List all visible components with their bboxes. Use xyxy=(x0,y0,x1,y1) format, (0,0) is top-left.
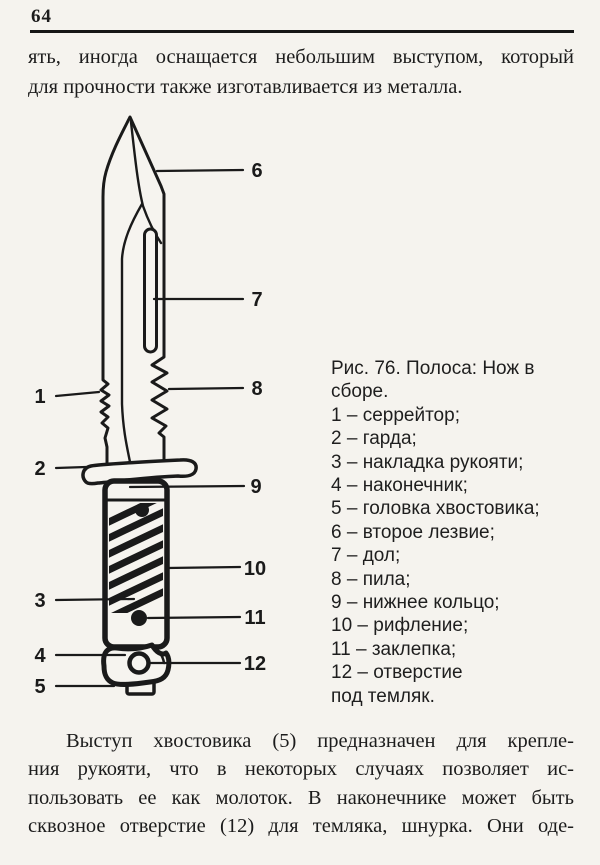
leader-lines xyxy=(54,168,246,688)
legend-item: 11 – заклепка; xyxy=(331,638,457,660)
body-line: пользовать ее как молоток. В наконечнике… xyxy=(28,786,574,809)
figure-legend: 1 – серрейтор;2 – гарда;3 – накладка рук… xyxy=(331,404,547,708)
legend-item: 9 – нижнее кольцо; xyxy=(331,592,500,614)
callout-5: 5 xyxy=(34,676,45,698)
legend-item: 10 – рифление; xyxy=(331,615,469,637)
figure-caption-block: Рис. 76. Полоса: Нож в сборе. 1 – серрей… xyxy=(331,357,547,708)
leader-line-8 xyxy=(167,386,245,391)
leader-line-10 xyxy=(165,565,242,570)
page-number: 64 xyxy=(31,6,52,27)
callout-11: 11 xyxy=(244,607,265,629)
leader-line-2 xyxy=(54,465,88,470)
lanyard-hole xyxy=(127,651,151,675)
legend-item: под темляк. xyxy=(331,685,435,707)
callout-9: 9 xyxy=(250,476,261,498)
callout-8: 8 xyxy=(251,378,262,400)
legend-item: 3 – накладка рукояти; xyxy=(331,451,524,473)
callout-12: 12 xyxy=(244,653,266,675)
legend-item: 8 – пила; xyxy=(331,568,411,590)
intro-line: ять, иногда оснащается небольшим выступо… xyxy=(28,46,574,68)
figure-caption: Рис. 76. Полоса: Нож в сборе. xyxy=(331,358,535,403)
blade-outline xyxy=(99,115,169,466)
fuller-groove xyxy=(143,227,158,354)
intro-paragraph: ять, иногда оснащается небольшим выступо… xyxy=(28,42,574,102)
leader-line-6 xyxy=(155,168,245,173)
legend-item: 4 – наконечник; xyxy=(331,475,468,497)
callout-3: 3 xyxy=(34,590,45,612)
body-line: сквозное отверстие (12) для темляка, шну… xyxy=(28,815,574,838)
intro-line: для прочности также изготавливается из м… xyxy=(28,76,463,98)
rivet-top xyxy=(135,503,149,517)
callout-2: 2 xyxy=(34,458,45,480)
leader-line-3 xyxy=(54,597,136,602)
leader-line-9 xyxy=(128,484,246,489)
pommel-notch-line xyxy=(149,644,166,665)
callout-6: 6 xyxy=(251,160,262,182)
legend-item: 12 – отверстие xyxy=(331,662,463,684)
callout-10: 10 xyxy=(244,558,266,580)
rivet-bottom xyxy=(131,610,147,626)
ridge-line xyxy=(120,202,144,464)
callout-1: 1 xyxy=(34,386,45,408)
legend-item: 1 – серрейтор; xyxy=(331,404,460,426)
knife-figure: 1 2 3 4 5 6 7 8 9 10 11 12 xyxy=(34,115,266,698)
callout-4: 4 xyxy=(34,645,46,667)
legend-item: 6 – второе лезвие; xyxy=(331,521,495,543)
grip-ribs xyxy=(109,503,163,613)
crossguard xyxy=(81,458,198,486)
header-rule xyxy=(30,30,574,33)
body-paragraph: Выступ хвостовика (5) предназначен для к… xyxy=(28,727,574,841)
legend-item: 5 – головка хвостовика; xyxy=(331,498,540,520)
callout-7: 7 xyxy=(251,289,262,311)
leader-line-1 xyxy=(54,390,101,398)
body-line: ния рукояти, что в некоторых случаях поз… xyxy=(28,758,574,781)
body-line: Выступ хвостовика (5) предназначен для к… xyxy=(66,730,574,752)
legend-item: 2 – гарда; xyxy=(331,428,417,450)
leader-line-11 xyxy=(146,615,242,620)
legend-item: 7 – дол; xyxy=(331,545,401,567)
